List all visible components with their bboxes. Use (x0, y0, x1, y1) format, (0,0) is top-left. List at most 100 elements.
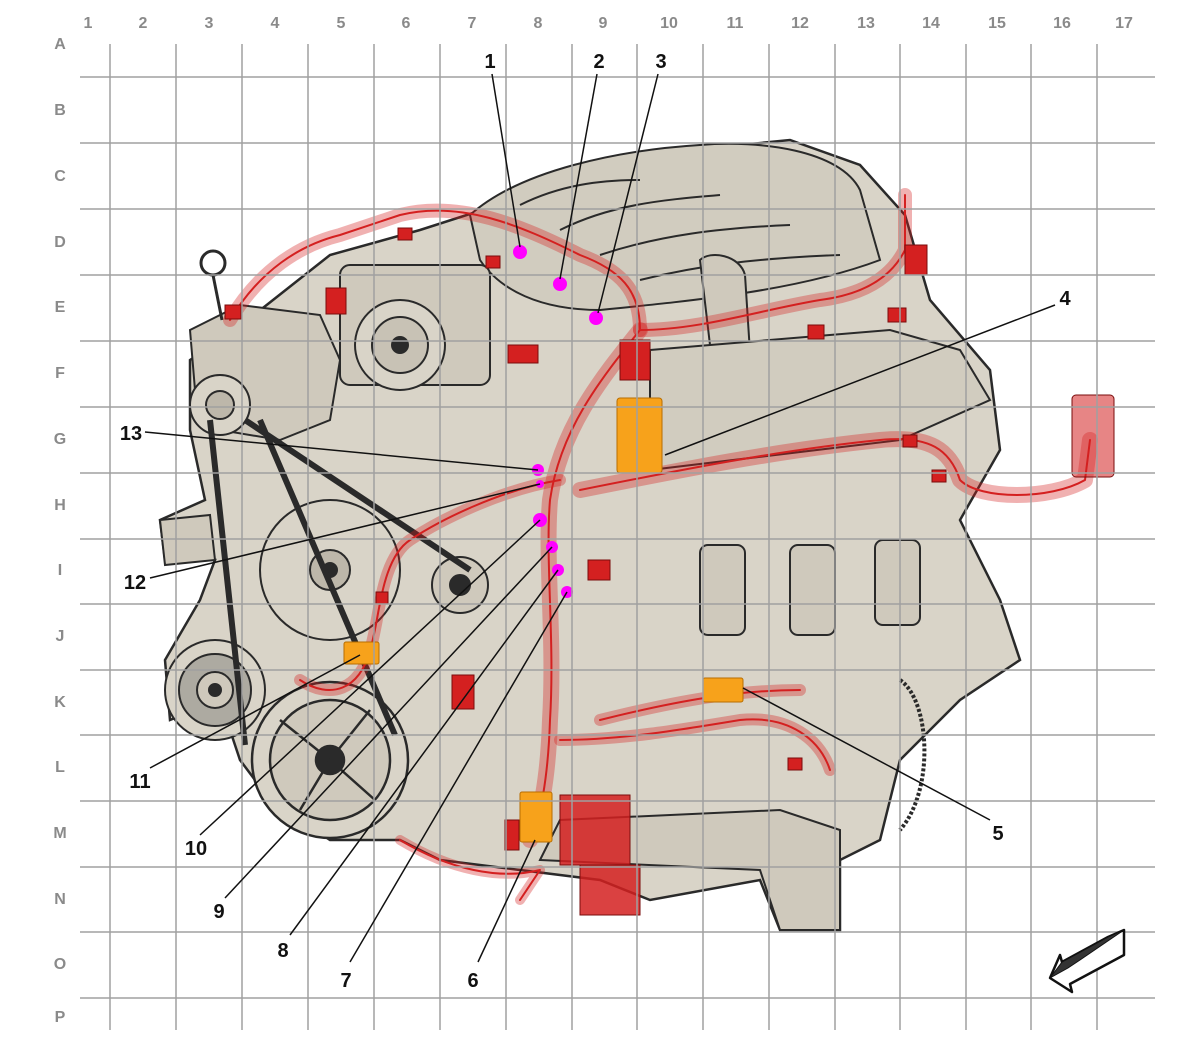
leader-7 (349, 591, 568, 963)
harness-connectors (224, 227, 1115, 916)
row-label: O (54, 956, 66, 973)
harness-pan-branch-outline (399, 839, 541, 901)
column-label: 6 (402, 15, 411, 32)
column-label: 13 (857, 15, 875, 32)
callout-number-7: 7 (340, 970, 351, 992)
connector-n9 (579, 864, 641, 916)
row-label: K (54, 694, 66, 711)
row-label: D (54, 234, 66, 251)
harness-upper-branch-outline (229, 209, 641, 331)
row-label: J (56, 628, 65, 645)
connector-e5 (325, 287, 347, 315)
row-label: H (54, 497, 66, 514)
row-label: C (54, 168, 66, 185)
harness-trunk-outline (529, 329, 641, 841)
callout-number-10: 10 (185, 838, 207, 860)
leader-9 (224, 546, 553, 899)
ground-point-2 (553, 277, 567, 291)
column-label: 3 (205, 15, 214, 32)
row-label: A (54, 36, 66, 53)
leader-4 (664, 304, 1056, 456)
row-label: N (54, 891, 66, 908)
callout-number-9: 9 (213, 901, 224, 923)
leader-8 (289, 569, 559, 936)
leader-5 (742, 687, 991, 821)
callout-number-1: 1 (484, 51, 495, 73)
front-direction-arrow-icon (1048, 928, 1126, 994)
column-label: 17 (1115, 15, 1133, 32)
connector-d7 (397, 227, 413, 241)
connector-d14 (904, 244, 928, 276)
oil-dipstick (199, 249, 227, 321)
column-label: 9 (599, 15, 608, 32)
column-label: 10 (660, 15, 678, 32)
callout-numbers: 1 2 3 4 5 6 7 8 9 10 11 12 13 (120, 51, 1072, 992)
leader-13 (144, 431, 539, 471)
row-label: E (55, 299, 66, 316)
leader-12 (149, 483, 541, 579)
column-label: 8 (534, 15, 543, 32)
leader-6 (477, 839, 536, 963)
throttle-body (339, 264, 491, 391)
callout-number-2: 2 (593, 51, 604, 73)
connector-e14 (887, 307, 907, 323)
orange-connectors (343, 397, 744, 843)
column-label: 11 (727, 15, 744, 32)
callout-leaders (144, 73, 1056, 963)
callout-number-12: 12 (124, 572, 146, 594)
row-label: M (53, 825, 66, 842)
callout-number-4: 4 (1059, 288, 1071, 310)
connector-f8 (507, 344, 539, 364)
connector-f10 (619, 339, 651, 381)
connector-e8 (485, 255, 501, 269)
callout-number-6: 6 (467, 970, 478, 992)
ground-point-3 (589, 311, 603, 325)
callout-number-3: 3 (655, 51, 666, 73)
column-label: 2 (139, 15, 148, 32)
connector-h14 (931, 469, 947, 483)
leader-1 (491, 73, 521, 248)
leader-2 (559, 73, 598, 280)
callout-number-8: 8 (277, 940, 288, 962)
connector-g14 (902, 434, 918, 448)
row-label: B (54, 102, 66, 119)
row-label: F (55, 365, 65, 382)
leader-11 (149, 654, 361, 769)
connector-i9 (587, 559, 611, 581)
row-label: I (58, 562, 62, 579)
crankshaft-balancer (250, 680, 410, 840)
connector-m8 (504, 819, 520, 851)
callout-number-5: 5 (992, 823, 1003, 845)
thermostat-housing (158, 513, 217, 567)
column-label: 12 (791, 15, 809, 32)
column-label: 1 (84, 15, 93, 32)
column-label: 16 (1053, 15, 1071, 32)
connector-k7 (451, 674, 475, 710)
orange-connector-m8 (519, 791, 553, 843)
orange-connector-k10 (702, 677, 744, 703)
leader-10 (199, 519, 541, 836)
flywheel (898, 678, 927, 832)
row-labels: A B C D E F G H I J K L M N O P (53, 36, 66, 1026)
row-label: P (55, 1009, 66, 1026)
ground-point-1 (513, 245, 527, 259)
column-label: 14 (922, 15, 940, 32)
harness-valve-cover-branch-outline (639, 194, 906, 331)
column-label: 7 (468, 15, 477, 32)
column-label: 15 (988, 15, 1006, 32)
column-label: 4 (271, 15, 280, 32)
row-label: G (54, 431, 66, 448)
ignition-coils (699, 539, 921, 636)
callout-number-13: 13 (120, 423, 142, 445)
callout-number-11: 11 (129, 771, 150, 793)
leader-3 (597, 73, 659, 314)
row-label: L (55, 759, 65, 776)
connector-j6 (375, 591, 389, 605)
column-labels: 1 2 3 4 5 6 7 8 9 10 11 12 13 14 15 16 1… (84, 15, 1133, 32)
wiring-harness (223, 188, 1098, 905)
connector-m9 (559, 794, 631, 866)
column-label: 5 (337, 15, 346, 32)
connector-g17 (1071, 394, 1115, 478)
orange-connector-g9 (616, 397, 663, 474)
